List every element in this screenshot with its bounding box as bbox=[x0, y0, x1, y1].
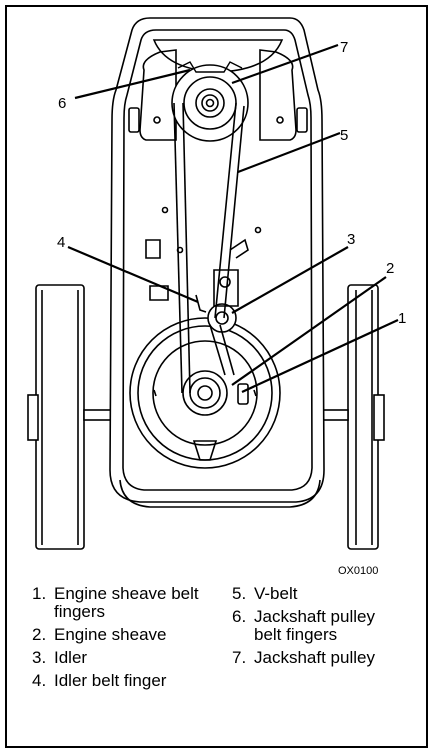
figure-code: OX0100 bbox=[338, 565, 379, 577]
legend-item: 5.V-belt bbox=[232, 584, 298, 603]
legend-item: 1.Engine sheave belt fingers bbox=[32, 584, 199, 621]
callout-1: 1 bbox=[398, 310, 406, 327]
legend-left-column: 1.Engine sheave belt fingers 2.Engine sh… bbox=[22, 585, 222, 695]
callout-7: 7 bbox=[340, 39, 348, 56]
callout-2: 2 bbox=[386, 260, 394, 277]
legend-item: 7.Jackshaft pulley bbox=[232, 648, 375, 667]
legend-item: 2.Engine sheave bbox=[32, 625, 167, 644]
callout-4: 4 bbox=[57, 234, 65, 251]
legend-right-column: 5.V-belt 6.Jackshaft pulley belt fingers… bbox=[222, 585, 392, 672]
callout-6: 6 bbox=[58, 95, 66, 112]
right-wheel bbox=[347, 284, 385, 550]
legend-item: 6.Jackshaft pulley belt fingers bbox=[232, 607, 375, 644]
engine-sheave-assembly bbox=[129, 317, 281, 469]
left-wheel bbox=[27, 284, 85, 550]
legend-item: 4.Idler belt finger bbox=[32, 671, 167, 690]
belt-drive-diagram: 1 2 3 4 5 6 7 bbox=[27, 17, 406, 550]
jackshaft-belt-fingers bbox=[177, 61, 243, 73]
callout-5: 5 bbox=[340, 127, 348, 144]
idler-belt-finger bbox=[195, 294, 207, 313]
callout-3: 3 bbox=[347, 231, 355, 248]
v-belt bbox=[173, 102, 245, 394]
legend-item: 3.Idler bbox=[32, 648, 88, 667]
